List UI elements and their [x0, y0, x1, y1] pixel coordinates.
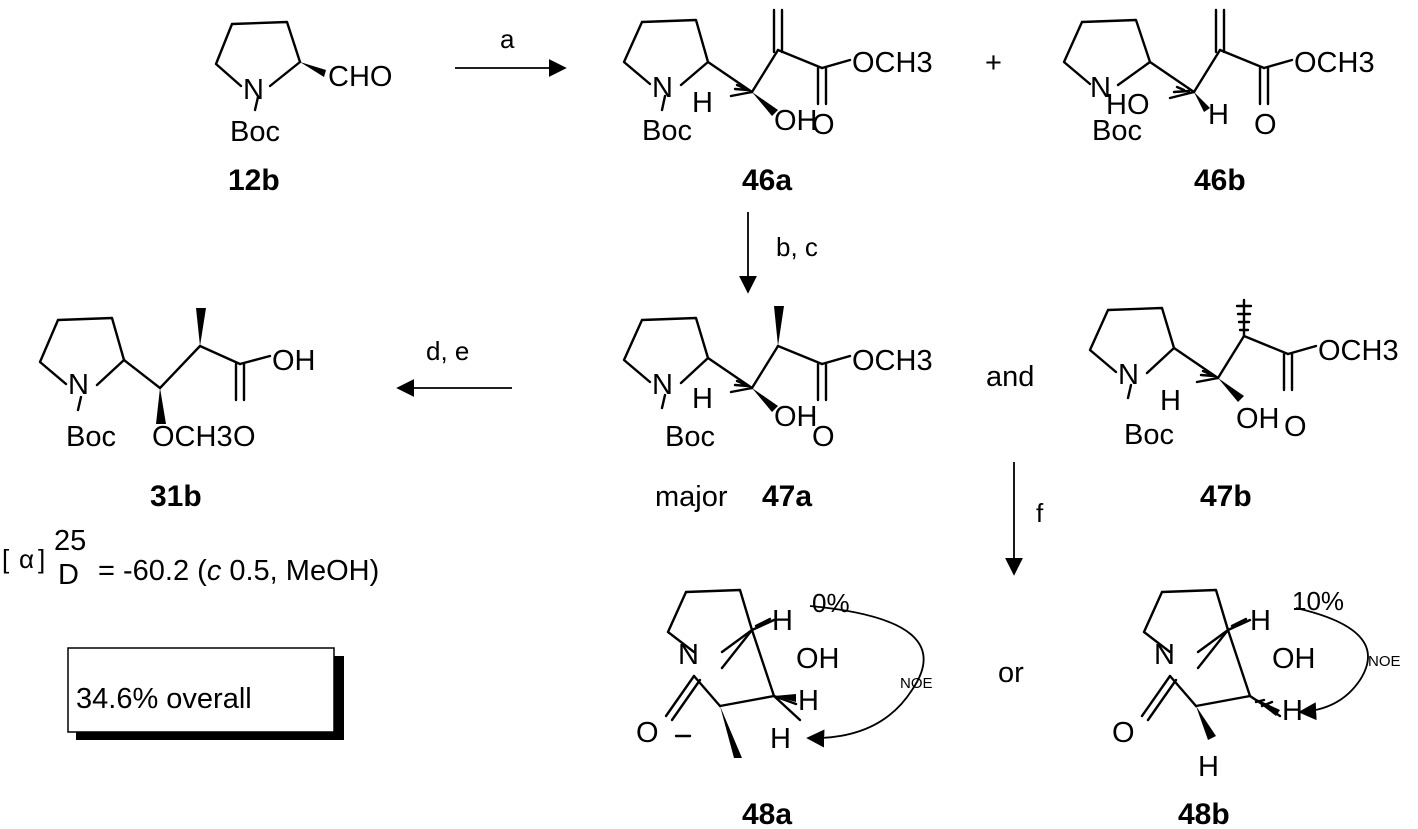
arrow-a: a	[455, 24, 567, 77]
47b-oh: OH	[1236, 403, 1280, 435]
48a-noe: NOE	[900, 675, 933, 692]
12b-cho: CHO	[328, 61, 392, 93]
48b-label: 48b	[1178, 798, 1230, 829]
plus-sign: +	[985, 47, 1002, 79]
48a-noe-pct: 0%	[812, 588, 850, 618]
46b-ester: OCH3	[1294, 47, 1375, 79]
46b-n: N	[1090, 72, 1111, 104]
48b-n: N	[1154, 639, 1175, 671]
47a-boc: Boc	[665, 421, 715, 453]
arrow-bc-label: b, c	[776, 232, 818, 262]
31b-o: O	[233, 421, 256, 453]
rotation-alpha: α	[19, 544, 34, 574]
48a-label: 48a	[742, 798, 792, 829]
yield-box: 34.6% overall	[67, 647, 344, 740]
compound-46b: N HO H OCH3 O Boc 46b	[1062, 8, 1375, 197]
47a-n: N	[652, 369, 673, 401]
47b-ester: OCH3	[1318, 335, 1399, 367]
48b-h1: H	[1250, 605, 1271, 637]
compound-47a: N H OH OCH3 O Boc major 47a	[622, 306, 933, 513]
47b-label: 47b	[1200, 480, 1252, 513]
compound-47b: N H OH OCH3 O Boc 47b	[1088, 298, 1399, 513]
48a-h1: H	[772, 605, 793, 637]
12b-boc: Boc	[230, 116, 280, 148]
48b-oh: OH	[1272, 643, 1316, 675]
31b-ome: OCH3	[152, 421, 233, 453]
compound-46a: N H OH OCH3 O Boc 46a	[622, 8, 933, 197]
46b-label: 46b	[1194, 164, 1246, 197]
47a-h: H	[692, 383, 713, 415]
rotation-cond: 0.5, MeOH)	[221, 555, 379, 587]
47a-oh: OH	[774, 401, 818, 433]
46a-n: N	[652, 72, 673, 104]
yield-text: 34.6% overall	[76, 683, 252, 715]
optical-rotation: [ α ] 25 D = -60.2 (c 0.5, MeOH)	[2, 525, 379, 591]
arrow-bc: b, c	[739, 212, 818, 294]
arrow-f: f	[1005, 462, 1044, 576]
48b-h3: H	[1198, 751, 1219, 783]
46a-ester: OCH3	[852, 47, 933, 79]
47b-n: N	[1118, 359, 1139, 391]
rotation-c: c	[207, 555, 222, 587]
46b-boc: Boc	[1092, 115, 1142, 147]
46b-h: H	[1208, 99, 1229, 131]
31b-boc: Boc	[66, 421, 116, 453]
47a-tag: major	[655, 481, 728, 513]
arrow-a-label: a	[500, 24, 515, 54]
rotation-bracket-open: [	[2, 544, 10, 574]
48a-o: O	[636, 717, 659, 749]
47a-ester: OCH3	[852, 345, 933, 377]
arrow-f-label: f	[1036, 498, 1044, 528]
31b-label: 31b	[150, 480, 202, 513]
48a-oh: OH	[796, 643, 840, 675]
46b-o: O	[1254, 109, 1277, 141]
46a-label: 46a	[742, 164, 792, 197]
rotation-bracket-close: ]	[38, 544, 45, 574]
12b-n: N	[243, 74, 264, 106]
47b-boc: Boc	[1124, 419, 1174, 451]
or-word: or	[998, 657, 1024, 689]
and-word: and	[986, 361, 1034, 393]
31b-oh: OH	[272, 345, 316, 377]
arrow-de: d, e	[396, 336, 512, 397]
compound-48b: N H OH H H O 10% NOE 48b	[1112, 586, 1401, 829]
rotation-line: D	[58, 559, 79, 591]
compound-31b: N OH OCH3 O Boc 31b	[38, 308, 316, 513]
47a-o: O	[812, 421, 835, 453]
arrow-de-label: d, e	[426, 336, 469, 366]
compound-12b: N CHO Boc 12b	[214, 20, 392, 197]
46a-boc: Boc	[642, 115, 692, 147]
47b-o: O	[1284, 411, 1307, 443]
46a-oh: OH	[774, 105, 818, 137]
48a-n: N	[678, 639, 699, 671]
47a-label: 47a	[762, 480, 812, 513]
rotation-temp: 25	[54, 525, 86, 557]
compound-48a: N H OH H H O 0% NOE 48a	[636, 588, 933, 829]
rotation-value: = -60.2 (	[98, 555, 207, 587]
48b-o: O	[1112, 717, 1135, 749]
46a-h: H	[692, 87, 713, 119]
31b-n: N	[68, 369, 89, 401]
48a-h3: H	[770, 723, 791, 755]
46a-o: O	[812, 109, 835, 141]
47b-h: H	[1160, 385, 1181, 417]
48b-noe: NOE	[1368, 653, 1401, 670]
12b-label: 12b	[228, 164, 280, 197]
46b-ho: HO	[1106, 89, 1150, 121]
48a-h2: H	[798, 685, 819, 717]
48b-noe-pct: 10%	[1292, 586, 1344, 616]
48b-h2: H	[1282, 695, 1303, 727]
rotation-text: = -60.2 (c 0.5, MeOH)	[98, 555, 379, 587]
